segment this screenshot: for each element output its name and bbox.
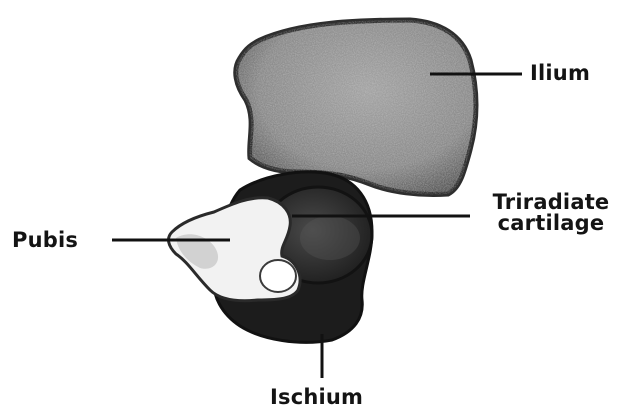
obturator-notch bbox=[260, 260, 296, 292]
triradiate-label-line2: cartilage bbox=[476, 213, 626, 234]
ischium-label: Ischium bbox=[270, 386, 363, 408]
acetabulum-highlight bbox=[300, 216, 360, 260]
ilium-label: Ilium bbox=[530, 62, 590, 84]
ilium-texture bbox=[236, 20, 476, 195]
pubis-label: Pubis bbox=[12, 229, 78, 251]
triradiate-label-line1: Triradiate bbox=[476, 192, 626, 213]
triradiate-cartilage-label: Triradiate cartilage bbox=[476, 192, 626, 234]
